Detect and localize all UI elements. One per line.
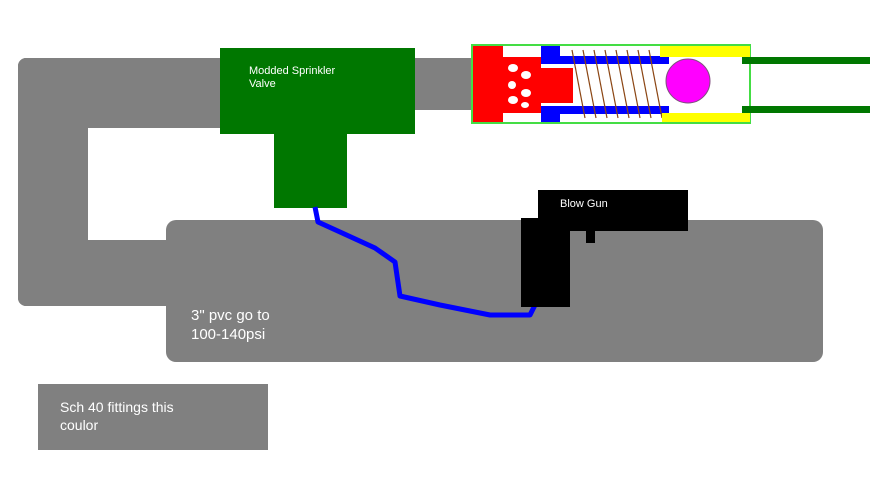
hose: [312, 206, 538, 318]
ball: [665, 58, 711, 104]
tank-label: 3" pvc go to 100-140psi: [191, 307, 270, 343]
legend-label: Sch 40 fittings this coulor: [60, 399, 174, 433]
spring: [571, 49, 663, 119]
valve-label: Modded Sprinkler Valve: [249, 65, 336, 90]
piston: [473, 46, 573, 122]
barrel-assembly: [471, 44, 870, 124]
pvc-piping: [18, 58, 476, 306]
air-tank: [166, 220, 823, 362]
legend-box: [38, 384, 268, 450]
blow-gun-label: Blow Gun: [560, 198, 608, 210]
blow-gun: [521, 190, 688, 307]
barrel-top: [742, 57, 870, 64]
barrel-bottom: [742, 106, 870, 113]
sprinkler-valve: [220, 48, 415, 208]
